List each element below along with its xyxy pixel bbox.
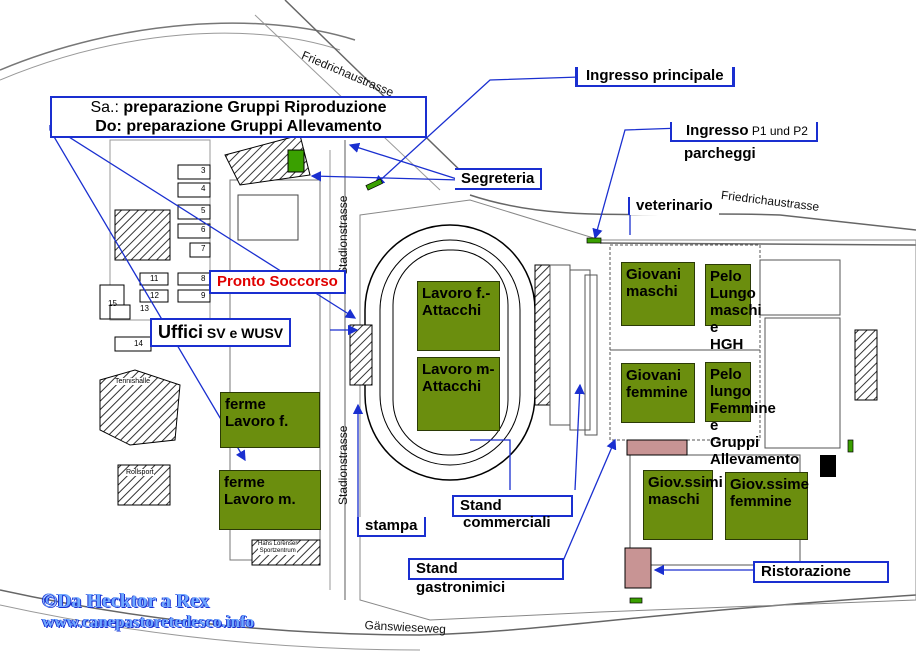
zone-giovani-femmine: Giovani femmine — [621, 363, 695, 423]
zone-giovssime-femmine: Giov.ssime femmine — [725, 472, 809, 540]
label-commerciali: commerciali — [463, 514, 551, 531]
callout-ingresso-principale: Ingresso principale — [575, 67, 735, 87]
street-label-stadionstrasse-south: Stadionstrasse — [336, 425, 350, 505]
stadium — [349, 224, 536, 481]
zone-giovssimi-maschi: Giov.ssimi maschi — [643, 470, 723, 540]
credit-title: ©Da Hecktor a Rex — [42, 590, 210, 612]
schedule-line-saturday: Sa.: preparazione Gruppi Riproduzione — [90, 99, 387, 116]
schedule-info-box: Sa.: preparazione Gruppi Riproduzione Do… — [50, 96, 427, 138]
callout-stampa: stampa — [357, 517, 426, 537]
zone-ferme-lavoro-m: ferme Lavoro m. — [219, 470, 321, 530]
zone-ferme-lavoro-f: ferme Lavoro f. — [220, 392, 320, 448]
tennishalle-building — [99, 369, 181, 446]
zone-lavoro-f-attacchi: Lavoro f.- Attacchi — [417, 281, 500, 351]
callout-segreteria: Segreteria — [455, 168, 543, 190]
parking-number: 6 — [201, 225, 206, 234]
callout-ingresso-parcheggi: Ingresso P1 und P2 — [670, 122, 818, 142]
callout-stand-commerciali: Stand — [452, 495, 573, 517]
parking-number: 15 — [108, 299, 117, 308]
parking-number: 7 — [201, 244, 206, 253]
parking-number: 8 — [201, 274, 206, 283]
zone-pelo-lungo-femmine: Pelo lungo Femmine e Gruppi Allevamento — [705, 362, 799, 468]
callout-stand-gastronimici: Stand — [408, 558, 564, 580]
callout-veterinario: veterinario — [628, 197, 719, 215]
parking-number: 13 — [140, 304, 149, 313]
zone-lavoro-m-attacchi: Lavoro m- Attacchi — [417, 357, 500, 431]
schedule-line-sunday: Do: preparazione Gruppi Allevamento — [95, 118, 382, 135]
street-label-stadionstrasse-north: Stadionstrasse — [336, 195, 350, 275]
label-tennishalle: Tennishalle — [115, 378, 151, 385]
label-gastronimici: gastronimici — [416, 579, 506, 596]
callout-ristorazione: Ristorazione — [753, 561, 889, 583]
label-rollsport: Rollsport — [126, 469, 154, 476]
label-sportzentrum: Hans Lorenser Sportzentrum — [258, 541, 298, 555]
parking-number: 4 — [201, 184, 206, 193]
stand-building — [626, 439, 688, 456]
callout-pronto-soccorso: Pronto Soccorso — [209, 270, 346, 294]
zone-pelo-lungo-maschi: Pelo Lungo maschi e HGH — [705, 264, 762, 353]
ristorazione-building — [624, 547, 652, 589]
parking-number: 14 — [134, 339, 143, 348]
parking-number: 3 — [201, 166, 206, 175]
zone-giovani-maschi: Giovani maschi — [621, 262, 695, 326]
parking-number: 11 — [150, 274, 159, 283]
label-parcheggi: parcheggi — [684, 145, 756, 162]
credit-website: www.canepastoretedesco.info — [42, 612, 255, 631]
callout-uffici: Uffici SV e WUSV — [150, 318, 292, 347]
parking-number: 5 — [201, 206, 206, 215]
parking-number: 12 — [150, 291, 159, 300]
parking-number: 9 — [201, 291, 206, 300]
